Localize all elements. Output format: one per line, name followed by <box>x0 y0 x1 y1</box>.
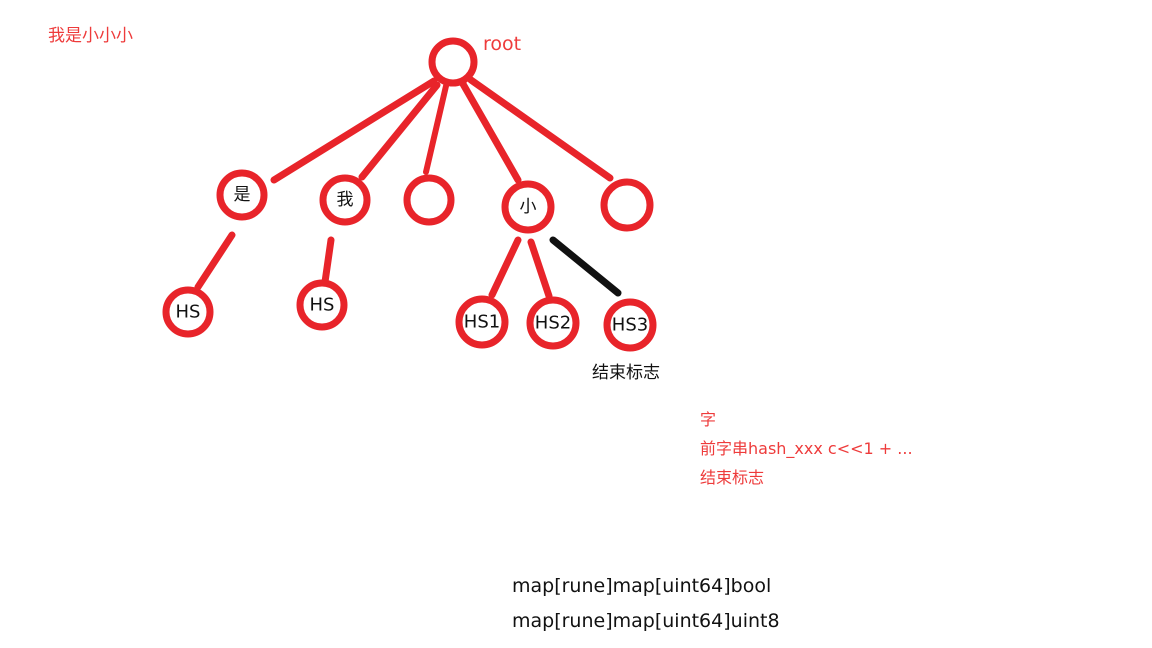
edge-root-to-wo <box>358 81 441 181</box>
node-label: HS3 <box>612 315 648 336</box>
node-root[interactable] <box>428 37 478 87</box>
node-circle <box>403 174 455 226</box>
node-lvl2-hs-a[interactable]: HS <box>162 286 214 338</box>
root-label: root <box>483 33 522 55</box>
legend-block: 字 前字串hash_xxx c<<1 + ... 结束标志 <box>700 410 913 488</box>
node-lvl1-empty1[interactable] <box>403 174 455 226</box>
node-label: HS <box>310 295 335 316</box>
edge-root-to-empty2 <box>467 76 614 182</box>
code-line: map[rune]map[uint64]bool <box>512 575 772 597</box>
edge-xiao-to-hs2 <box>527 238 553 300</box>
code-block: map[rune]map[uint64]bool map[rune]map[ui… <box>512 575 780 633</box>
node-lvl2-hs2[interactable]: HS2 <box>526 296 580 350</box>
node-lvl1-xiao[interactable]: 小 <box>501 180 555 234</box>
node-lvl1-shi[interactable]: 是 <box>216 169 268 221</box>
edge-root-to-empty1 <box>423 83 449 175</box>
node-lvl2-hs-b[interactable]: HS <box>296 279 348 331</box>
node-layer: 是 我 小 HS HS HS1 HS2 HS3 <box>162 37 657 352</box>
node-label: HS1 <box>464 312 500 333</box>
node-lvl1-empty2[interactable] <box>600 178 654 232</box>
node-lvl1-wo[interactable]: 我 <box>319 174 371 226</box>
node-label: 小 <box>520 197 537 217</box>
node-circle <box>603 298 657 352</box>
node-label: HS <box>176 302 201 323</box>
node-circle <box>319 174 371 226</box>
edge-root-to-shi <box>270 77 438 184</box>
node-circle <box>600 178 654 232</box>
edge-shi-to-hs <box>194 231 236 291</box>
node-circle <box>501 180 555 234</box>
legend-line: 字 <box>700 410 717 429</box>
node-label: 我 <box>337 190 354 210</box>
node-circle <box>296 279 348 331</box>
legend-line: 前字串hash_xxx c<<1 + ... <box>700 439 913 459</box>
node-circle <box>428 37 478 87</box>
node-lvl2-hs3[interactable]: HS3 <box>603 298 657 352</box>
node-circle <box>162 286 214 338</box>
edge-wo-to-hs <box>321 236 335 286</box>
edge-xiao-to-hs3 <box>549 236 622 297</box>
legend-line: 结束标志 <box>700 468 765 488</box>
node-label: HS2 <box>535 313 571 334</box>
title-note: 我是小小小 <box>48 26 133 46</box>
end-mark-label: 结束标志 <box>592 363 660 383</box>
edge-xiao-to-hs1 <box>488 236 522 299</box>
code-line: map[rune]map[uint64]uint8 <box>512 609 780 632</box>
node-circle <box>526 296 580 350</box>
node-label: 是 <box>234 185 251 205</box>
edge-root-to-xiao <box>459 80 522 184</box>
node-lvl2-hs1[interactable]: HS1 <box>455 295 509 349</box>
node-circle <box>455 295 509 349</box>
node-circle <box>216 169 268 221</box>
edge-layer <box>194 76 622 300</box>
